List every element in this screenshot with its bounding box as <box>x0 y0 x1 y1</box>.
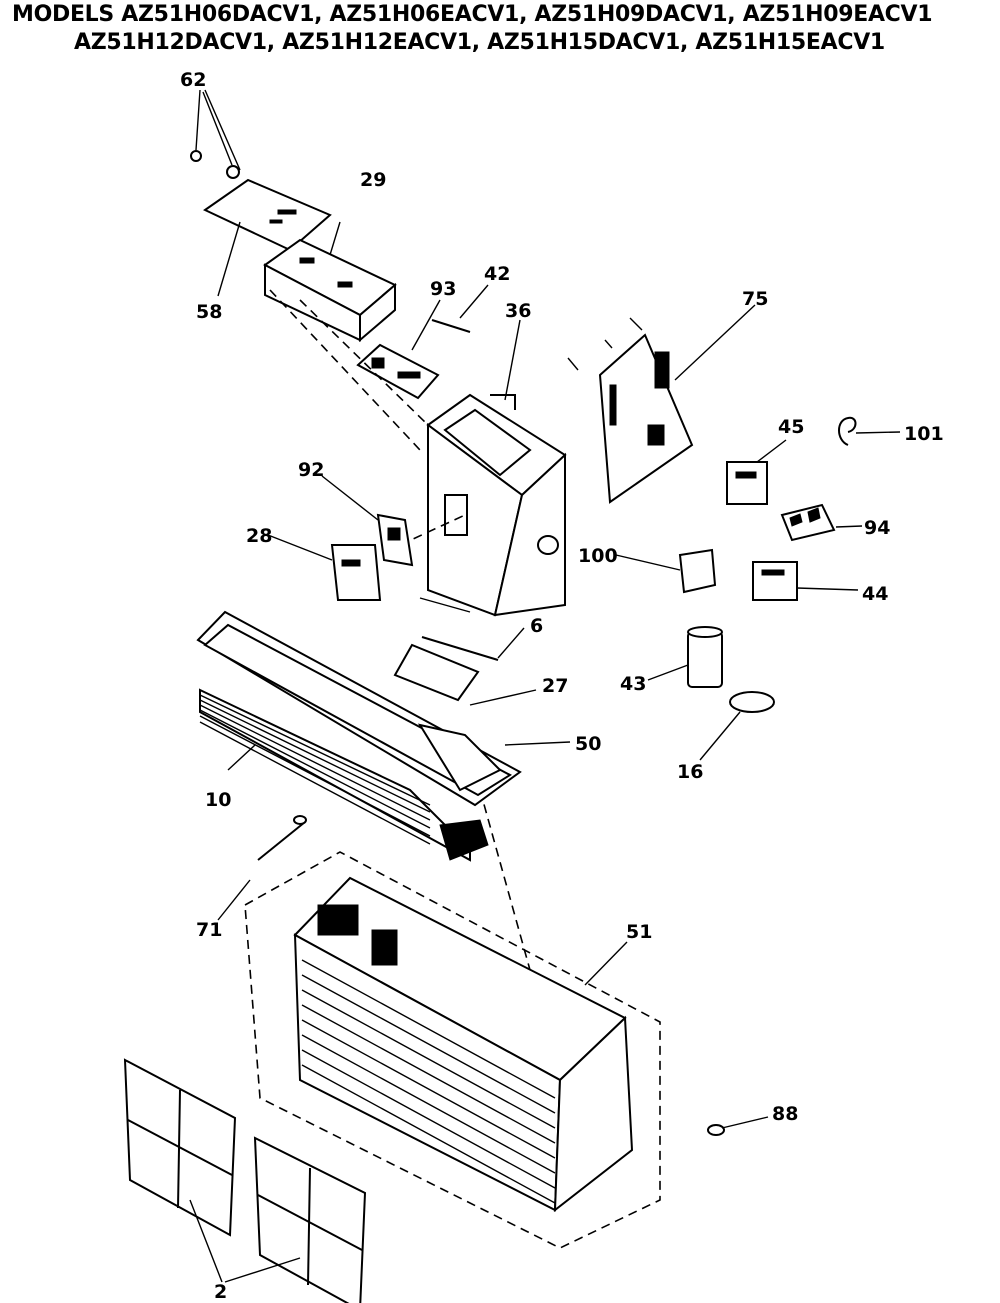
part-42-clip <box>431 284 489 333</box>
part-28-bracket <box>267 534 382 601</box>
part-16-strap <box>699 691 775 761</box>
callout-labels: 62 29 58 93 42 36 75 45 101 92 28 94 100… <box>180 69 944 1303</box>
part-10-louver <box>199 688 489 862</box>
callout-36: 36 <box>505 300 531 322</box>
part-93-relay-board <box>356 299 441 400</box>
callout-43: 43 <box>620 673 646 695</box>
part-100-bracket <box>615 548 717 594</box>
callout-2: 2 <box>214 1281 227 1303</box>
callout-62: 62 <box>180 69 206 91</box>
part-27-panel-door <box>393 643 537 706</box>
callout-94: 94 <box>864 517 890 539</box>
part-44-relay <box>752 561 859 601</box>
part-43-capacitor <box>647 626 723 688</box>
callout-10: 10 <box>205 789 231 811</box>
part-51-cabinet-front <box>244 851 661 1249</box>
callout-42: 42 <box>484 263 510 285</box>
callout-92: 92 <box>298 459 324 481</box>
callout-27: 27 <box>542 675 568 697</box>
models-title-line-1: MODELS AZ51H06DACV1, AZ51H06EACV1, AZ51H… <box>12 2 933 27</box>
part-101-hook <box>838 416 901 446</box>
part-62-screws <box>190 89 246 202</box>
callout-101: 101 <box>904 423 944 445</box>
callout-88: 88 <box>772 1103 798 1125</box>
callout-58: 58 <box>196 301 222 323</box>
callout-6: 6 <box>530 615 543 637</box>
part-6-rod <box>421 627 525 661</box>
callout-44: 44 <box>862 583 888 605</box>
part-2-filters <box>123 1058 367 1303</box>
callout-50: 50 <box>575 733 601 755</box>
callout-71: 71 <box>196 919 222 941</box>
part-36-control-housing <box>419 319 567 617</box>
part-94-terminal-block <box>780 503 863 542</box>
callout-75: 75 <box>742 288 768 310</box>
part-75-control-board <box>567 304 756 504</box>
callout-29: 29 <box>360 169 386 191</box>
callout-93: 93 <box>430 278 456 300</box>
models-title-line-2: AZ51H12DACV1, AZ51H12EACV1, AZ51H15DACV1… <box>74 30 885 55</box>
callout-45: 45 <box>778 416 804 438</box>
part-92-switch <box>321 475 414 567</box>
callout-16: 16 <box>677 761 703 783</box>
callout-28: 28 <box>246 525 272 547</box>
callout-100: 100 <box>578 545 618 567</box>
callout-51: 51 <box>626 921 652 943</box>
part-45-relay <box>726 439 787 505</box>
part-58-mounting-plate <box>203 178 332 297</box>
part-29-control-cover <box>263 221 397 343</box>
part-50-front-panel <box>196 610 571 807</box>
part-88-screw <box>707 1116 769 1136</box>
part-71-pin <box>217 815 307 921</box>
